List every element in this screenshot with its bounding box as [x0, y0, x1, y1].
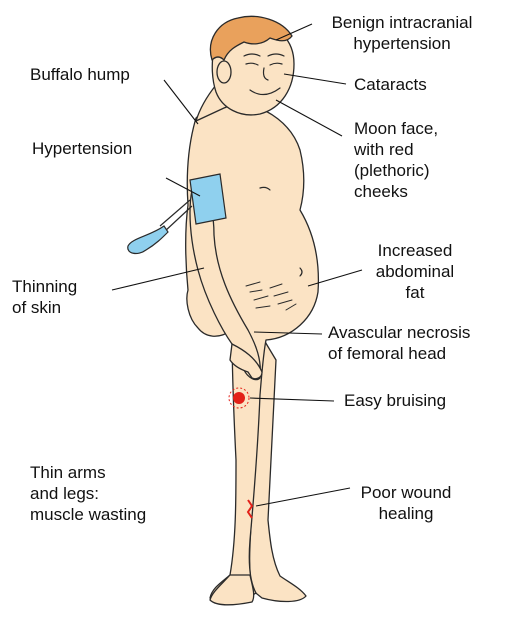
- label-poor-wound-healing: Poor wound healing: [354, 482, 458, 524]
- bruise-mark: [233, 392, 245, 404]
- leader-cataracts: [284, 74, 346, 84]
- leader-buffalo-hump: [164, 80, 198, 124]
- label-hypertension: Hypertension: [32, 138, 132, 159]
- bp-bulb: [128, 226, 168, 253]
- label-avascular-necrosis: Avascular necrosis of femoral head: [328, 322, 470, 364]
- label-benign-intracranial-hypertension: Benign intracranial hypertension: [312, 12, 492, 54]
- label-moon-face: Moon face, with red (plethoric) cheeks: [354, 118, 438, 202]
- label-thinning-of-skin: Thinning of skin: [12, 276, 77, 318]
- label-buffalo-hump: Buffalo hump: [30, 64, 130, 85]
- label-cataracts: Cataracts: [354, 74, 427, 95]
- label-increased-abdominal-fat: Increased abdominal fat: [360, 240, 470, 303]
- ear: [217, 61, 231, 83]
- label-thin-arms-and-legs: Thin arms and legs: muscle wasting: [30, 462, 146, 525]
- front-foot: [210, 575, 254, 605]
- label-easy-bruising: Easy bruising: [344, 390, 446, 411]
- bp-cuff: [190, 174, 226, 224]
